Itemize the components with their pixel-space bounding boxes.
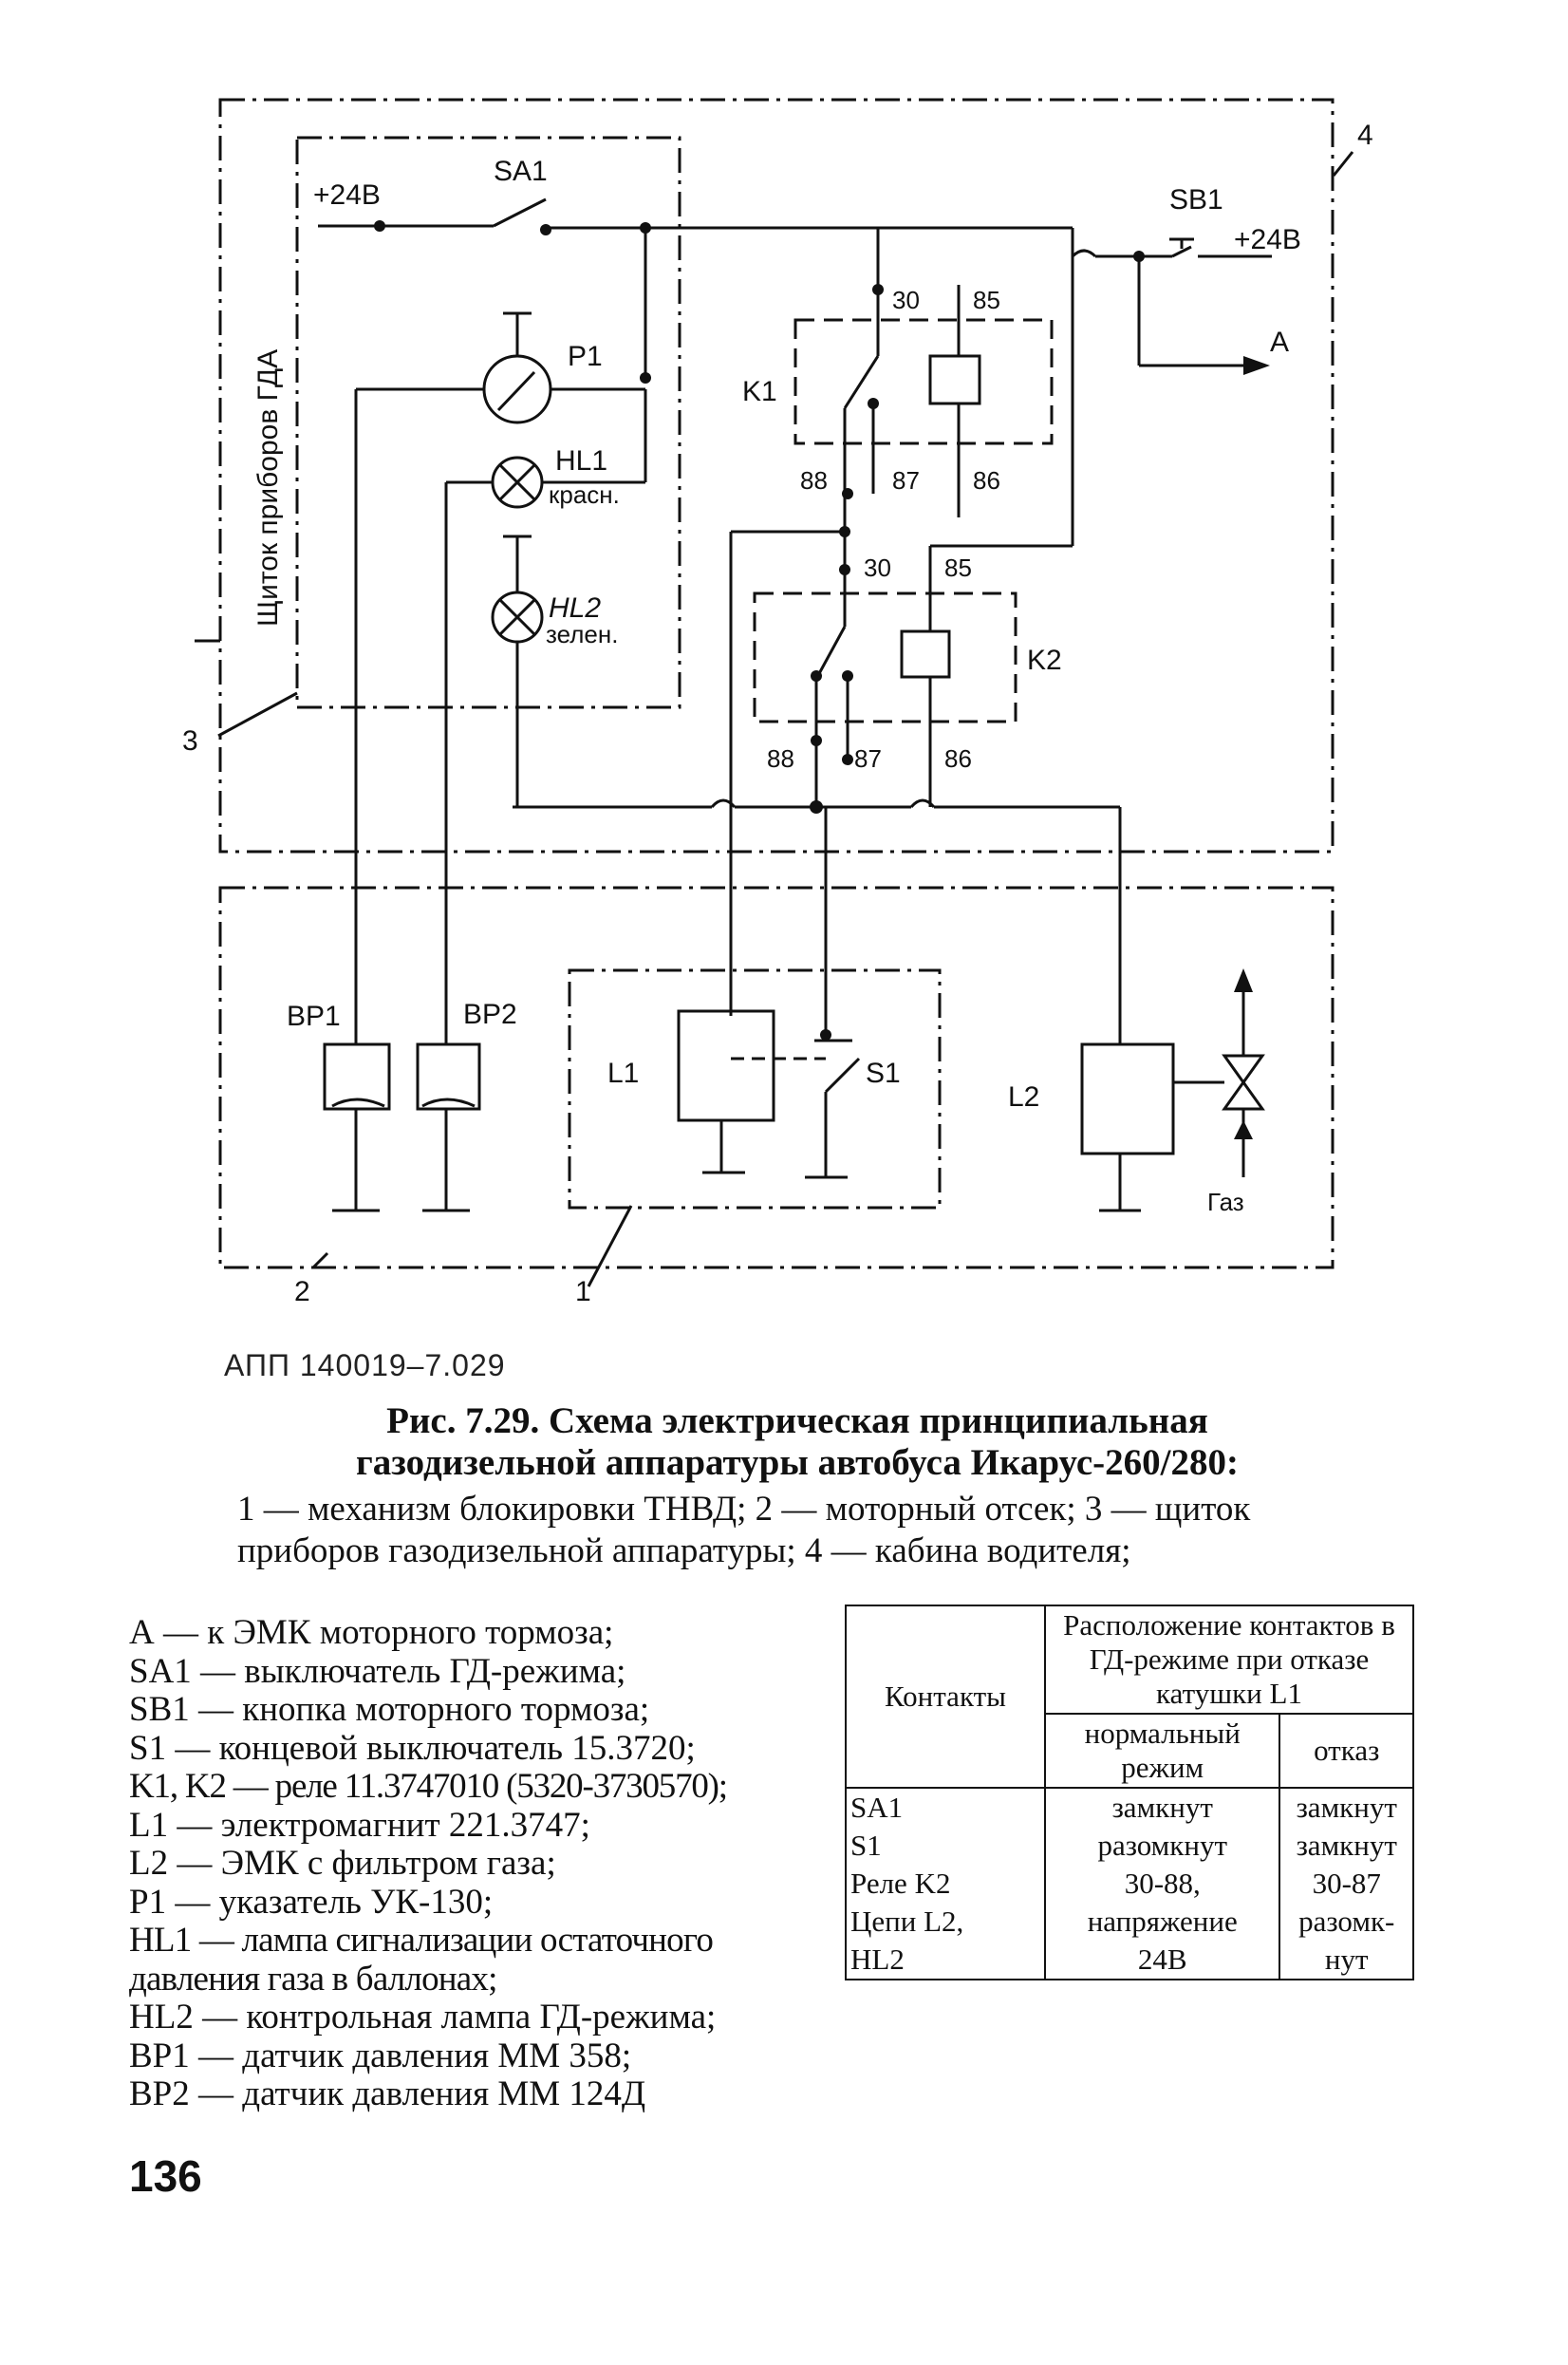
ref-3: 3 (182, 725, 198, 757)
legend-item: L2 — ЭМК с фильтром газа; (129, 1844, 556, 1883)
panel-label: Щиток приборов ГДА (252, 349, 284, 627)
engine-frame (218, 886, 1335, 1269)
cell-name: S1 (845, 1827, 1046, 1865)
header-fail: отказ (1279, 1713, 1414, 1789)
v24-left-label: +24В (313, 179, 381, 211)
cell-normal: 30-88, (1043, 1865, 1281, 1903)
legend-list: А — к ЭМК моторного тормоза; SA1 — выклю… (129, 1613, 850, 2114)
ref-4: 4 (1357, 120, 1373, 151)
k1-label: K1 (742, 376, 777, 407)
k1-pin-87: 87 (892, 466, 920, 495)
s1-label: S1 (866, 1058, 901, 1089)
cell-normal: напряжение (1043, 1903, 1281, 1941)
cell-fail: нут (1279, 1941, 1414, 1980)
cell-normal: замкнут (1043, 1787, 1281, 1827)
k1-pin-86: 86 (973, 466, 1000, 495)
cell-fail: замкнут (1279, 1787, 1414, 1827)
k2-box (753, 591, 1017, 723)
figure-code: АПП 140019–7.029 (224, 1348, 506, 1382)
k2-pin-88: 88 (767, 744, 794, 773)
figure-caption: Рис. 7.29. Схема электрическая принципиа… (171, 1400, 1424, 1484)
sa1-label: SA1 (494, 156, 548, 187)
caption-title-line2: газодизельной аппаратуры автобуса Икарус… (356, 1442, 1239, 1483)
cell-fail: замкнут (1279, 1827, 1414, 1865)
table-row: HL2 24В нут (845, 1941, 1414, 1980)
a-label: A (1270, 327, 1289, 358)
page-number: 136 (129, 2151, 202, 2201)
k2-pin-85: 85 (944, 554, 972, 582)
cell-name: HL2 (845, 1941, 1046, 1980)
hl1-color-label: красн. (549, 480, 620, 509)
cell-normal: разомкнут (1043, 1827, 1281, 1865)
contacts-table: Контакты Расположение контактов в ГД-реж… (845, 1605, 1414, 1980)
k2-pin-86: 86 (944, 744, 972, 773)
cabin-frame (218, 98, 1335, 854)
k1-box (793, 318, 1054, 445)
hl1-label: HL1 (555, 445, 607, 477)
legend-item: P1 — указатель УК-130; (129, 1882, 494, 1922)
bp1-label: BP1 (287, 1001, 341, 1032)
cell-name: Цепи L2, (845, 1903, 1046, 1941)
k2-pin-30: 30 (864, 554, 891, 582)
legend-item: K1, K2 — реле 11.3747010 (5320-3730570); (129, 1767, 728, 1806)
caption-title-line1: Рис. 7.29. Схема электрическая принципиа… (386, 1400, 1208, 1441)
cell-normal: 24В (1043, 1941, 1281, 1980)
legend-item: S1 — концевой выключатель 15.3720; (129, 1728, 696, 1768)
legend-item: L1 — электромагнит 221.3747; (129, 1805, 590, 1845)
cell-name: SA1 (845, 1787, 1046, 1827)
k2-pin-87: 87 (854, 744, 882, 773)
legend-item: SA1 — выключатель ГД-режима; (129, 1651, 626, 1691)
k1-pin-30: 30 (892, 286, 920, 314)
legend-item: А — к ЭМК моторного тормоза; (129, 1613, 614, 1652)
l1-label: L1 (607, 1058, 639, 1089)
table-row: SA1 замкнут замкнут (845, 1787, 1414, 1827)
hl2-color-label: зелен. (546, 620, 618, 648)
k1-pin-85: 85 (973, 286, 1000, 314)
bp2-label: BP2 (463, 999, 517, 1030)
gas-label: Газ (1207, 1188, 1244, 1216)
cell-name: Реле K2 (845, 1865, 1046, 1903)
cell-fail: 30-87 (1279, 1865, 1414, 1903)
legend-item: HL2 — контрольная лампа ГД-режима; (129, 1998, 717, 2037)
legend-item: BP2 — датчик давления ММ 124Д (129, 2074, 646, 2113)
legend-item: BP1 — датчик давления ММ 358; (129, 2036, 632, 2075)
table-row: Реле K2 30-88, 30-87 (845, 1865, 1414, 1903)
header-contacts: Контакты (845, 1605, 1046, 1789)
table-row: S1 разомкнут замкнут (845, 1827, 1414, 1865)
k1-pin-88: 88 (800, 466, 828, 495)
circuit-diagram: SA1 +24В SB1 +24В 4 3 2 1 Щиток приборов… (182, 98, 1373, 1307)
p1-label: P1 (568, 341, 603, 372)
ref-2: 2 (294, 1276, 310, 1307)
cell-fail: разомк- (1279, 1903, 1414, 1941)
l2-label: L2 (1008, 1081, 1039, 1113)
legend-item: HL1 — лампа сигнализации остаточного дав… (129, 1921, 714, 1999)
header-normal: нормальный режим (1043, 1713, 1281, 1789)
header-group: Расположение контактов в ГД-режиме при о… (1044, 1605, 1414, 1715)
caption-description: 1 — механизм блокировки ТНВД; 2 — моторн… (237, 1490, 1251, 1570)
panel-frame (295, 136, 681, 709)
v24-right-label: +24В (1234, 224, 1301, 255)
ref-1: 1 (575, 1276, 591, 1307)
table-row: Цепи L2, напряжение разомк- (845, 1903, 1414, 1941)
k2-label: K2 (1027, 645, 1062, 676)
sb1-label: SB1 (1169, 184, 1223, 216)
l1-frame (568, 968, 942, 1210)
legend-item: SB1 — кнопка моторного тормоза; (129, 1690, 650, 1729)
hl2-label: HL2 (549, 592, 601, 624)
